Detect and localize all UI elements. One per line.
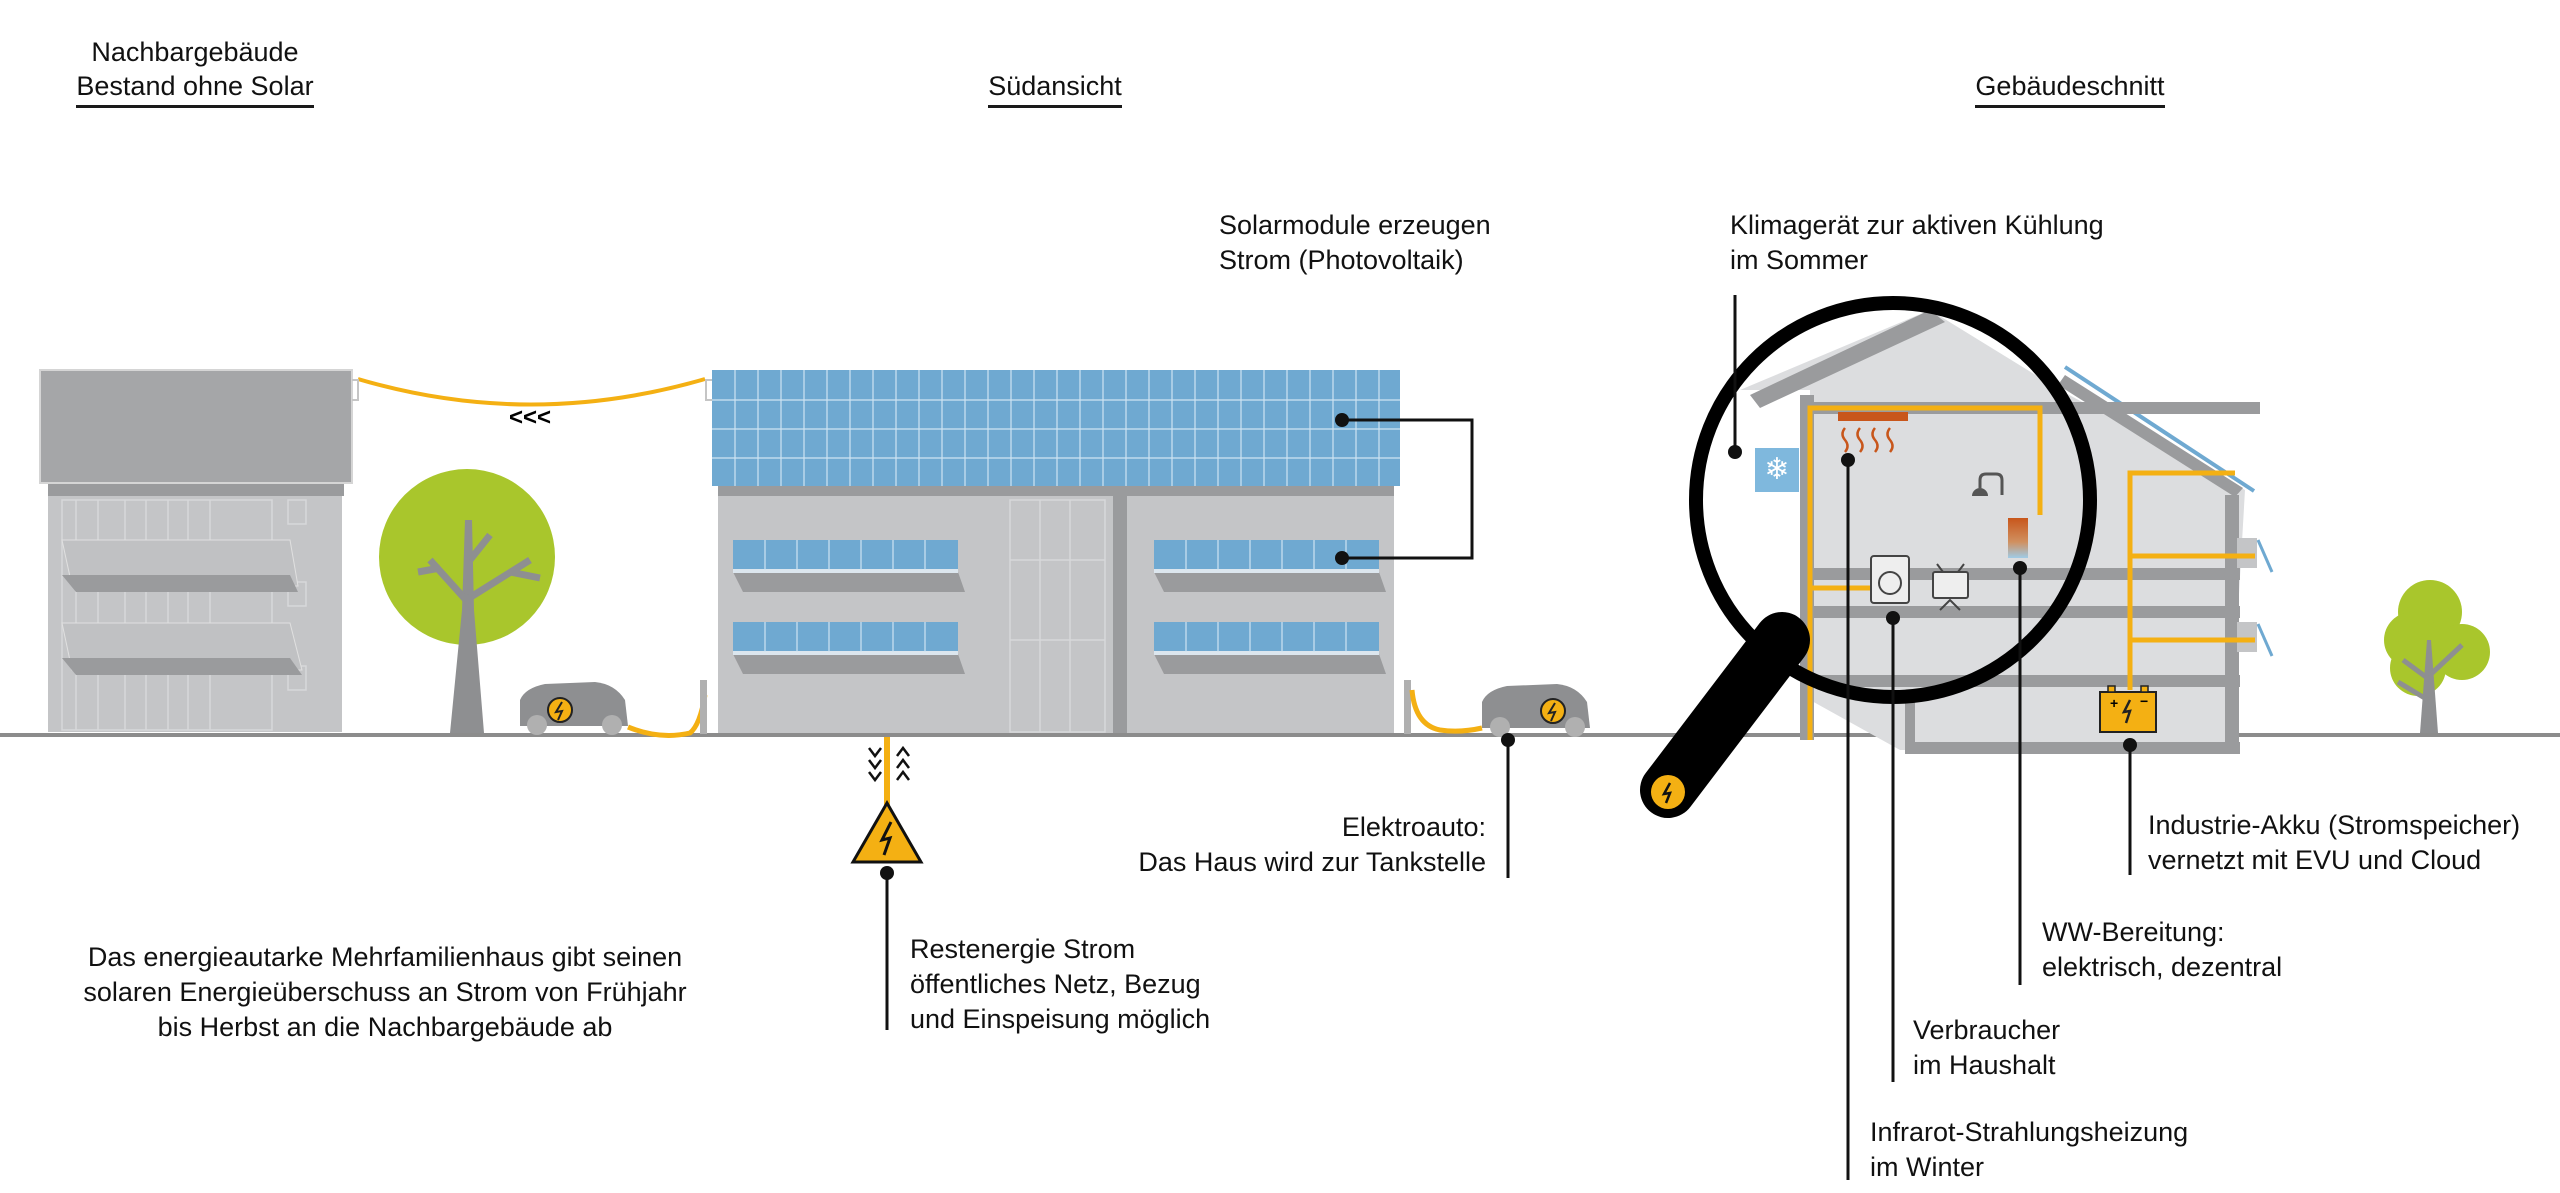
label-infrared-heating: Infrarot-Strahlungsheizung im Winter — [1870, 1117, 2189, 1182]
label-grid: Restenergie Strom öffentliches Netz, Bez… — [910, 934, 1211, 1034]
heading-section: Gebäudeschnitt — [1920, 69, 2220, 108]
leader-dots — [880, 413, 2137, 880]
label-air-conditioner: Klimagerät zur aktiven Kühlung im Sommer — [1730, 210, 2104, 275]
label-electric-car: Elektroauto: Das Haus wird zur Tankstell… — [1138, 812, 1486, 877]
label-hot-water: WW-Bereitung: elektrisch, dezentral — [2042, 917, 2283, 982]
heading-neighbor-line2: Bestand ohne Solar — [76, 69, 314, 108]
heading-neighbor: Nachbargebäude Bestand ohne Solar — [60, 35, 330, 108]
svg-text:❄: ❄ — [1764, 453, 1789, 486]
label-battery: Industrie-Akku (Stromspeicher) vernetzt … — [2148, 810, 2521, 875]
infrared-heater-icon — [1838, 412, 1908, 421]
electric-car-left — [520, 680, 708, 738]
balcony-solar-panel — [733, 540, 965, 592]
balcony-solar-panel — [733, 622, 965, 674]
grid-connection — [850, 737, 924, 864]
electric-car-right — [1409, 684, 1590, 737]
heading-south-view: Südansicht — [905, 69, 1205, 108]
neighbor-cable — [357, 377, 706, 407]
neighbor-building — [39, 369, 353, 732]
air-conditioner-icon — [1755, 448, 1799, 492]
heading-neighbor-line1: Nachbargebäude — [91, 37, 299, 67]
summary-text: Das energieautarke Mehrfamilienhaus gibt… — [83, 942, 687, 1042]
section-house: ❄ + − — [1740, 310, 2274, 754]
tree-large — [379, 469, 555, 733]
svg-text:+: + — [2110, 695, 2118, 711]
balcony-solar-panel — [1154, 622, 1386, 674]
label-consumers: Verbraucher im Haushalt — [1913, 1015, 2061, 1080]
water-heater-icon — [1972, 472, 2028, 558]
tv-icon — [1932, 571, 1969, 599]
leader-lines — [885, 295, 2132, 1180]
flow-arrows: <<< — [509, 404, 551, 431]
main-building-south-view — [712, 370, 1411, 734]
balcony-solar-panel — [1154, 540, 1386, 592]
washing-machine-icon — [1870, 555, 1910, 604]
label-solar-modules: Solarmodule erzeugen Strom (Photovoltaik… — [1219, 210, 1491, 275]
svg-text:−: − — [2140, 693, 2148, 709]
tree-small — [2384, 580, 2490, 733]
